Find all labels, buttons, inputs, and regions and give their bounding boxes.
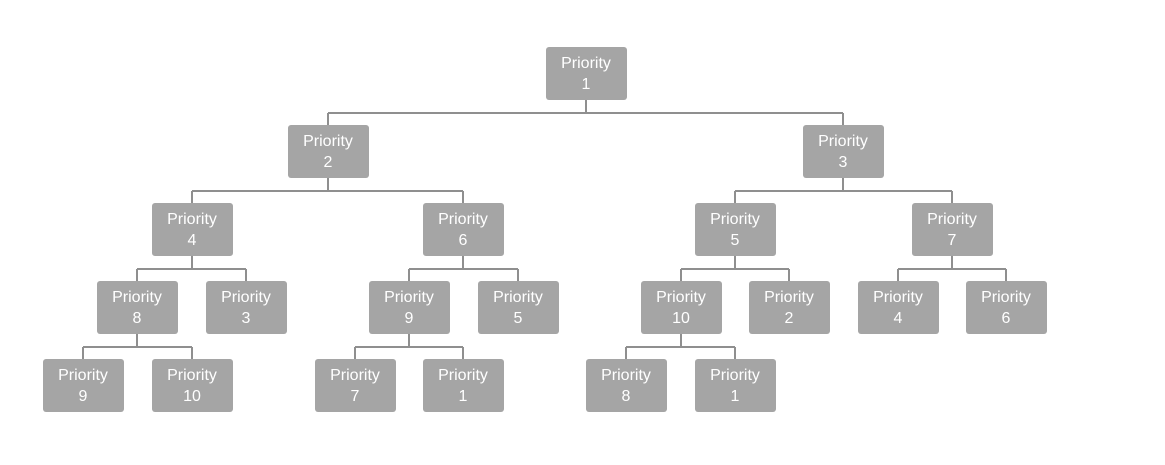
priority-node: Priority 2 — [748, 281, 830, 334]
node-value: 7 — [947, 231, 957, 249]
node-label: Priority — [493, 288, 543, 306]
node-label: Priority — [330, 366, 380, 384]
priority-node: Priority 8 — [96, 281, 178, 334]
node-value: 5 — [513, 309, 523, 327]
node-label: Priority — [710, 366, 760, 384]
priority-node: Priority 10 — [151, 359, 233, 412]
priority-node: Priority 1 — [694, 359, 776, 412]
node-value: 2 — [323, 153, 333, 171]
node-label: Priority — [303, 132, 353, 150]
node-label: Priority — [221, 288, 271, 306]
node-label: Priority — [438, 210, 488, 228]
priority-node: Priority 6 — [965, 281, 1047, 334]
node-label: Priority — [656, 288, 706, 306]
node-value: 5 — [730, 231, 740, 249]
node-value: 10 — [183, 387, 201, 405]
priority-node: Priority 1 — [422, 359, 504, 412]
node-value: 4 — [893, 309, 903, 327]
node-value: 3 — [241, 309, 251, 327]
node-label: Priority — [58, 366, 108, 384]
node-value: 1 — [730, 387, 740, 405]
node-label: Priority — [764, 288, 814, 306]
priority-node: Priority 6 — [422, 203, 504, 256]
node-value: 1 — [581, 75, 591, 93]
priority-node: Priority 3 — [802, 125, 884, 178]
priority-node: Priority 9 — [42, 359, 124, 412]
node-value: 6 — [1001, 309, 1011, 327]
node-label: Priority — [818, 132, 868, 150]
priority-node: Priority 9 — [368, 281, 450, 334]
node-label: Priority — [112, 288, 162, 306]
node-value: 2 — [784, 309, 794, 327]
node-label: Priority — [167, 210, 217, 228]
node-value: 4 — [187, 231, 197, 249]
priority-node: Priority 5 — [694, 203, 776, 256]
node-label: Priority — [981, 288, 1031, 306]
node-label: Priority — [873, 288, 923, 306]
node-label: Priority — [561, 54, 611, 72]
node-value: 9 — [78, 387, 88, 405]
node-value: 8 — [621, 387, 631, 405]
priority-node: Priority 4 — [857, 281, 939, 334]
priority-node: Priority 10 — [640, 281, 722, 334]
node-value: 7 — [350, 387, 360, 405]
priority-node: Priority 5 — [477, 281, 559, 334]
node-value: 6 — [458, 231, 468, 249]
priority-node: Priority 7 — [314, 359, 396, 412]
node-label: Priority — [438, 366, 488, 384]
node-label: Priority — [601, 366, 651, 384]
node-value: 9 — [404, 309, 414, 327]
priority-node: Priority 7 — [911, 203, 993, 256]
node-label: Priority — [167, 366, 217, 384]
node-value: 8 — [132, 309, 142, 327]
priority-node: Priority 1 — [545, 47, 627, 100]
priority-node: Priority 8 — [585, 359, 667, 412]
node-label: Priority — [927, 210, 977, 228]
priority-node: Priority 2 — [287, 125, 369, 178]
node-label: Priority — [710, 210, 760, 228]
node-value: 10 — [672, 309, 690, 327]
priority-node: Priority 4 — [151, 203, 233, 256]
node-value: 1 — [458, 387, 468, 405]
priority-node: Priority 3 — [205, 281, 287, 334]
node-value: 3 — [838, 153, 848, 171]
node-label: Priority — [384, 288, 434, 306]
